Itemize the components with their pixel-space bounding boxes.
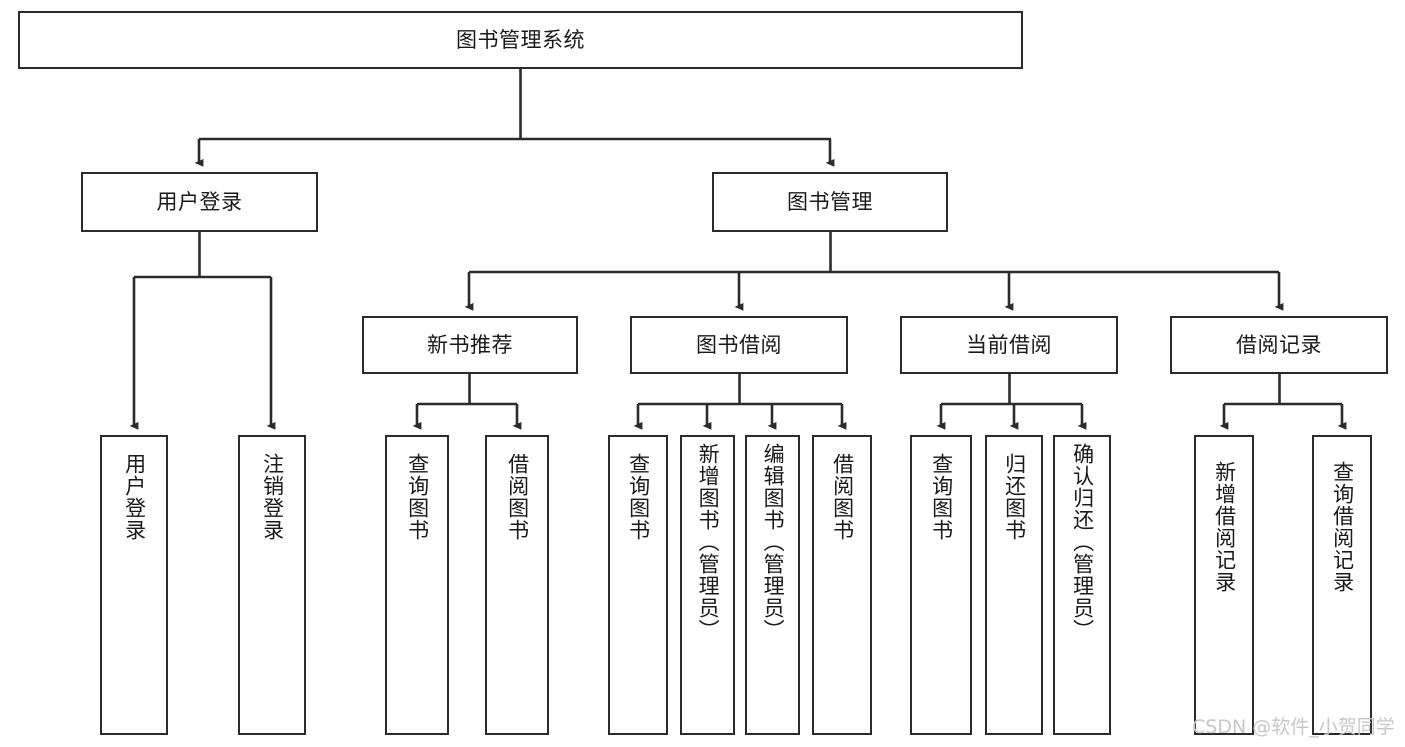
leaf-cb-return-book[interactable]: 归还图书 bbox=[985, 435, 1043, 735]
leaf-cb-return-book-label: 归还图书 bbox=[1002, 453, 1027, 541]
leaf-bb-query-book-label: 查询图书 bbox=[626, 453, 651, 541]
leaf-br-query-record-label: 查询借阅记录 bbox=[1330, 461, 1355, 593]
leaf-cb-query-book[interactable]: 查询图书 bbox=[910, 435, 972, 735]
node-new-book-rec[interactable]: 新书推荐 bbox=[362, 316, 578, 374]
leaf-rec-query-book[interactable]: 查询图书 bbox=[385, 435, 449, 735]
node-borrow-record[interactable]: 借阅记录 bbox=[1170, 316, 1388, 374]
leaf-user-logout[interactable]: 注销登录 bbox=[238, 435, 306, 735]
csdn-watermark: CSDN @软件_小贺同学 bbox=[1192, 716, 1395, 738]
leaf-user-logout-label: 注销登录 bbox=[260, 453, 285, 541]
leaf-cb-confirm-return[interactable]: 确认归还（管理员） bbox=[1053, 435, 1111, 735]
leaf-bb-edit-book-label: 编辑图书（管理员） bbox=[761, 443, 786, 641]
leaf-bb-query-book[interactable]: 查询图书 bbox=[608, 435, 668, 735]
leaf-br-add-record[interactable]: 新增借阅记录 bbox=[1194, 435, 1254, 735]
node-root[interactable]: 图书管理系统 bbox=[18, 11, 1023, 69]
node-new-book-rec-label: 新书推荐 bbox=[427, 332, 513, 357]
leaf-bb-borrow-book[interactable]: 借阅图书 bbox=[812, 435, 872, 735]
leaf-br-add-record-label: 新增借阅记录 bbox=[1212, 461, 1237, 593]
leaf-bb-add-book[interactable]: 新增图书（管理员） bbox=[680, 435, 735, 735]
node-book-manage-label: 图书管理 bbox=[787, 189, 873, 214]
node-root-label: 图书管理系统 bbox=[456, 27, 585, 52]
leaf-bb-edit-book[interactable]: 编辑图书（管理员） bbox=[745, 435, 800, 735]
leaf-rec-borrow-book[interactable]: 借阅图书 bbox=[485, 435, 549, 735]
leaf-rec-borrow-book-label: 借阅图书 bbox=[505, 453, 530, 541]
leaf-bb-add-book-label: 新增图书（管理员） bbox=[696, 443, 721, 641]
node-current-borrow-label: 当前借阅 bbox=[966, 332, 1052, 357]
node-current-borrow[interactable]: 当前借阅 bbox=[900, 316, 1118, 374]
leaf-cb-confirm-return-label: 确认归还（管理员） bbox=[1070, 443, 1095, 641]
node-user-login-label: 用户登录 bbox=[156, 189, 243, 214]
node-book-borrow-label: 图书借阅 bbox=[696, 332, 782, 357]
leaf-cb-query-book-label: 查询图书 bbox=[929, 453, 954, 541]
node-book-manage[interactable]: 图书管理 bbox=[712, 172, 948, 232]
node-book-borrow[interactable]: 图书借阅 bbox=[630, 316, 848, 374]
leaf-user-login-label: 用户登录 bbox=[122, 453, 147, 541]
leaf-user-login[interactable]: 用户登录 bbox=[100, 435, 168, 735]
node-borrow-record-label: 借阅记录 bbox=[1236, 332, 1322, 357]
node-user-login[interactable]: 用户登录 bbox=[81, 172, 318, 232]
leaf-br-query-record[interactable]: 查询借阅记录 bbox=[1312, 435, 1372, 735]
leaf-rec-query-book-label: 查询图书 bbox=[405, 453, 430, 541]
leaf-bb-borrow-book-label: 借阅图书 bbox=[830, 453, 855, 541]
